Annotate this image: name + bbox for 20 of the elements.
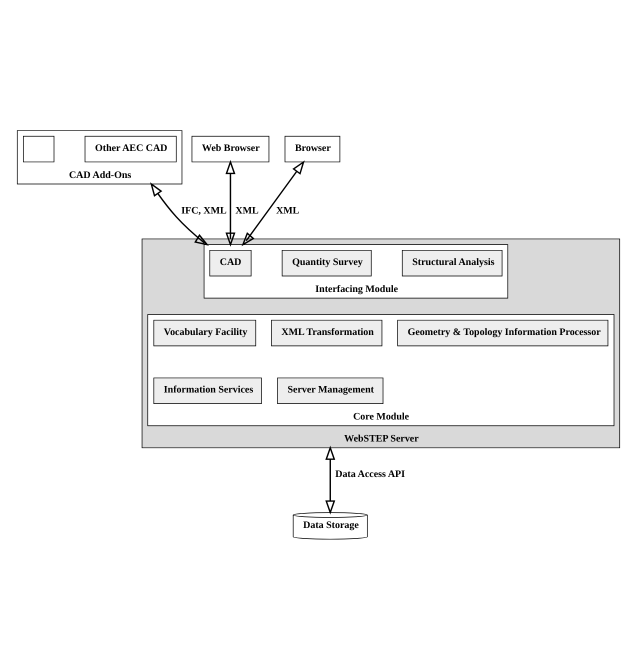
node-box: XML Transformation	[271, 320, 382, 346]
node-box: CAD	[209, 250, 252, 276]
node-box: Server Management	[277, 378, 384, 404]
edge-label: XML	[235, 205, 259, 216]
edge-label: Data Access API	[335, 469, 406, 480]
node-box: Geometry & Topology Information Processor	[397, 320, 608, 346]
arrow	[225, 160, 236, 247]
node-box: Quantity Survey	[282, 250, 372, 276]
arrow	[325, 446, 336, 515]
node-box	[23, 136, 54, 162]
arrow	[242, 160, 305, 246]
node-box: Information Services	[153, 378, 262, 404]
node-box: Web Browser	[192, 136, 270, 162]
arrow	[150, 182, 209, 246]
edge-label: XML	[276, 205, 300, 216]
edge-label: IFC, XML	[181, 205, 227, 216]
node-box: Vocabulary Facility	[153, 320, 256, 346]
node-box: Structural Analysis	[402, 250, 502, 276]
node-box: Other AEC CAD	[84, 136, 177, 162]
node-box: Browser	[284, 136, 340, 162]
